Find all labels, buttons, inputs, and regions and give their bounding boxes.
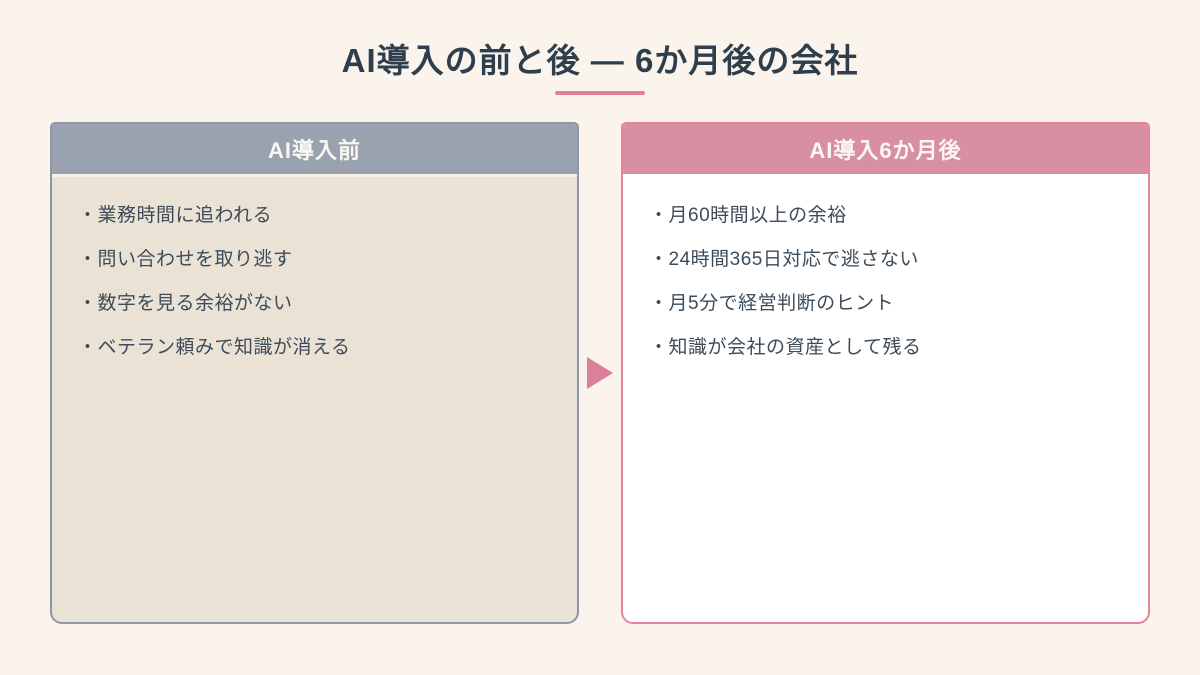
list-item: ・ 月60時間以上の余裕 <box>649 191 1128 235</box>
list-item-text: 数字を見る余裕がない <box>97 292 293 314</box>
list-item: ・ ベテラン頼みで知識が消える <box>78 323 557 367</box>
after-card-header: AI導入6か月後 <box>623 124 1148 177</box>
bullet-dot: ・ <box>78 248 98 270</box>
list-item-text: 月60時間以上の余裕 <box>668 204 847 226</box>
page-title: AI導入の前と後 — 6か月後の会社 <box>341 42 859 79</box>
list-item: ・ 数字を見る余裕がない <box>78 279 557 323</box>
list-item-text: 24時間365日対応で逃さない <box>668 248 919 270</box>
list-item-text: 業務時間に追われる <box>97 204 273 226</box>
list-item: ・ 問い合わせを取り逃す <box>78 235 557 279</box>
before-card-header: AI導入前 <box>52 124 577 177</box>
list-item: ・ 業務時間に追われる <box>78 191 557 235</box>
after-card-list: ・ 月60時間以上の余裕 ・ 24時間365日対応で逃さない ・ 月5分で経営判… <box>623 177 1148 367</box>
list-item: ・ 月5分で経営判断のヒント <box>649 279 1128 323</box>
before-card: AI導入前 ・ 業務時間に追われる ・ 問い合わせを取り逃す ・ 数字を見る余裕… <box>50 122 579 624</box>
bullet-dot: ・ <box>649 248 669 270</box>
slide-header: AI導入の前と後 — 6か月後の会社 <box>0 0 1200 95</box>
arrow-column <box>579 122 621 624</box>
arrow-right-icon <box>587 357 613 389</box>
bullet-dot: ・ <box>649 336 669 358</box>
before-card-list: ・ 業務時間に追われる ・ 問い合わせを取り逃す ・ 数字を見る余裕がない ・ … <box>52 177 577 367</box>
bullet-dot: ・ <box>78 292 98 314</box>
list-item: ・ 24時間365日対応で逃さない <box>649 235 1128 279</box>
comparison-container: AI導入前 ・ 業務時間に追われる ・ 問い合わせを取り逃す ・ 数字を見る余裕… <box>50 122 1150 624</box>
bullet-dot: ・ <box>649 204 669 226</box>
bullet-dot: ・ <box>649 292 669 314</box>
list-item: ・ 知識が会社の資産として残る <box>649 323 1128 367</box>
after-card: AI導入6か月後 ・ 月60時間以上の余裕 ・ 24時間365日対応で逃さない … <box>621 122 1150 624</box>
list-item-text: ベテラン頼みで知識が消える <box>97 336 351 358</box>
bullet-dot: ・ <box>78 204 98 226</box>
title-underline <box>555 91 645 95</box>
list-item-text: 月5分で経営判断のヒント <box>668 292 895 314</box>
list-item-text: 知識が会社の資産として残る <box>668 336 922 358</box>
bullet-dot: ・ <box>78 336 98 358</box>
list-item-text: 問い合わせを取り逃す <box>97 248 293 270</box>
